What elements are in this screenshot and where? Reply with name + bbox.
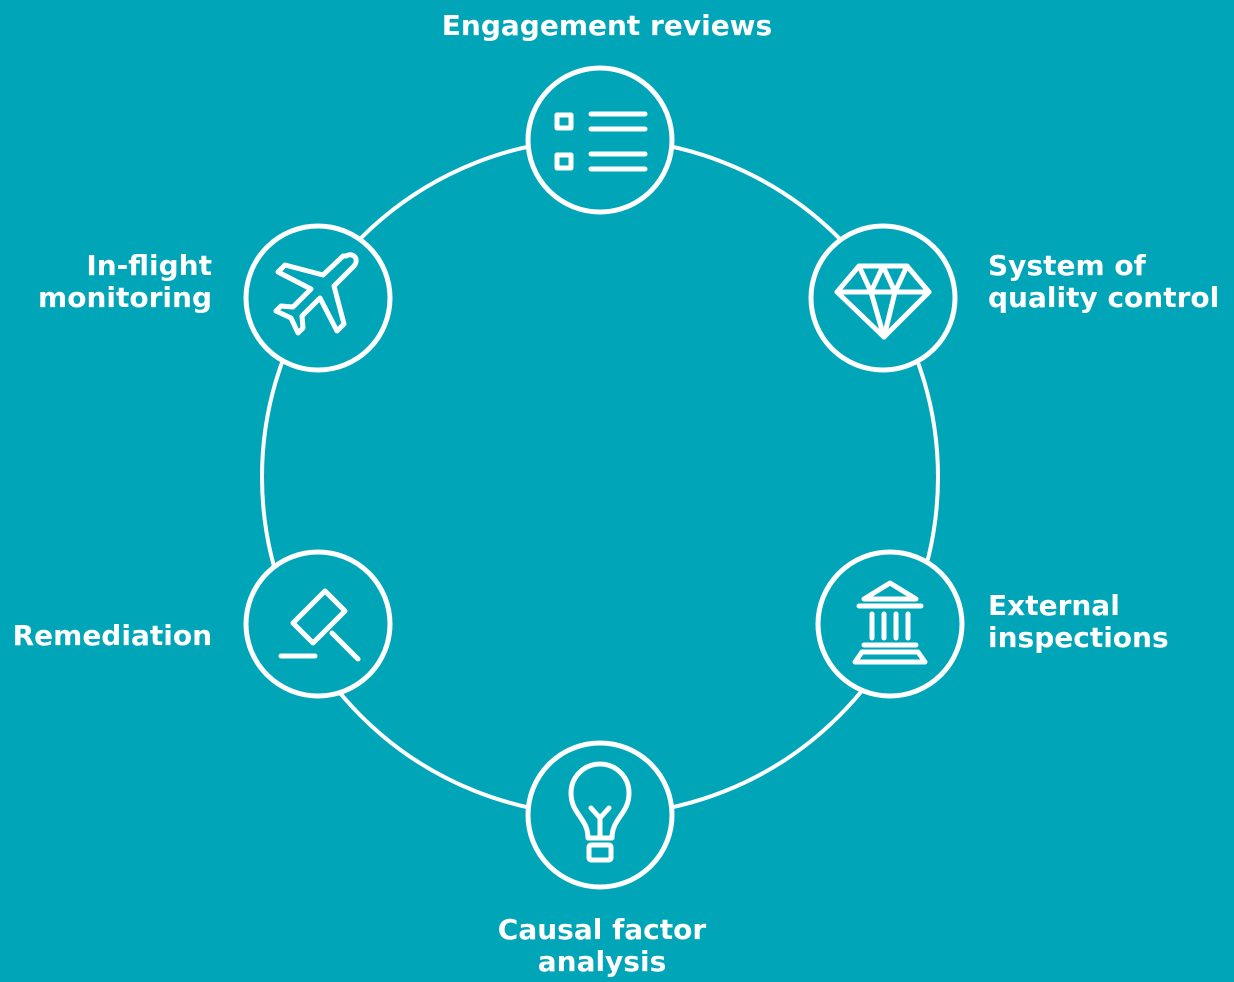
label-line: Remediation <box>12 619 212 652</box>
label-line: inspections <box>988 621 1169 654</box>
label-line: System of <box>988 249 1146 282</box>
label-line: External <box>988 589 1120 622</box>
label-engagement-reviews: Engagement reviews <box>300 10 914 42</box>
label-causal-factor-analysis: Causal factor analysis <box>400 914 804 978</box>
label-in-flight-monitoring: In-flight monitoring <box>38 250 212 314</box>
label-line: monitoring <box>38 281 212 314</box>
label-external-inspections: External inspections <box>988 590 1169 654</box>
label-line: In-flight <box>86 249 212 282</box>
node-engagement-reviews <box>525 65 675 215</box>
node-external-inspections <box>815 549 965 699</box>
node-remediation <box>243 549 393 699</box>
diamond-icon <box>834 263 932 340</box>
label-line: Causal factor <box>497 913 707 946</box>
label-line: analysis <box>537 945 667 978</box>
node-causal-factor-analysis <box>525 740 675 890</box>
airplane-icon <box>273 252 359 336</box>
label-line: quality control <box>988 281 1220 314</box>
label-system-of-quality-control: System of quality control <box>988 250 1219 314</box>
node-system-of-quality-control <box>808 223 958 373</box>
bank-building-icon <box>852 580 928 665</box>
node-in-flight-monitoring <box>243 223 393 373</box>
label-line: Engagement reviews <box>441 9 773 42</box>
checklist-icon <box>554 111 648 172</box>
gavel-icon <box>278 588 361 662</box>
label-remediation: Remediation <box>13 620 212 652</box>
lightbulb-icon <box>568 761 632 863</box>
